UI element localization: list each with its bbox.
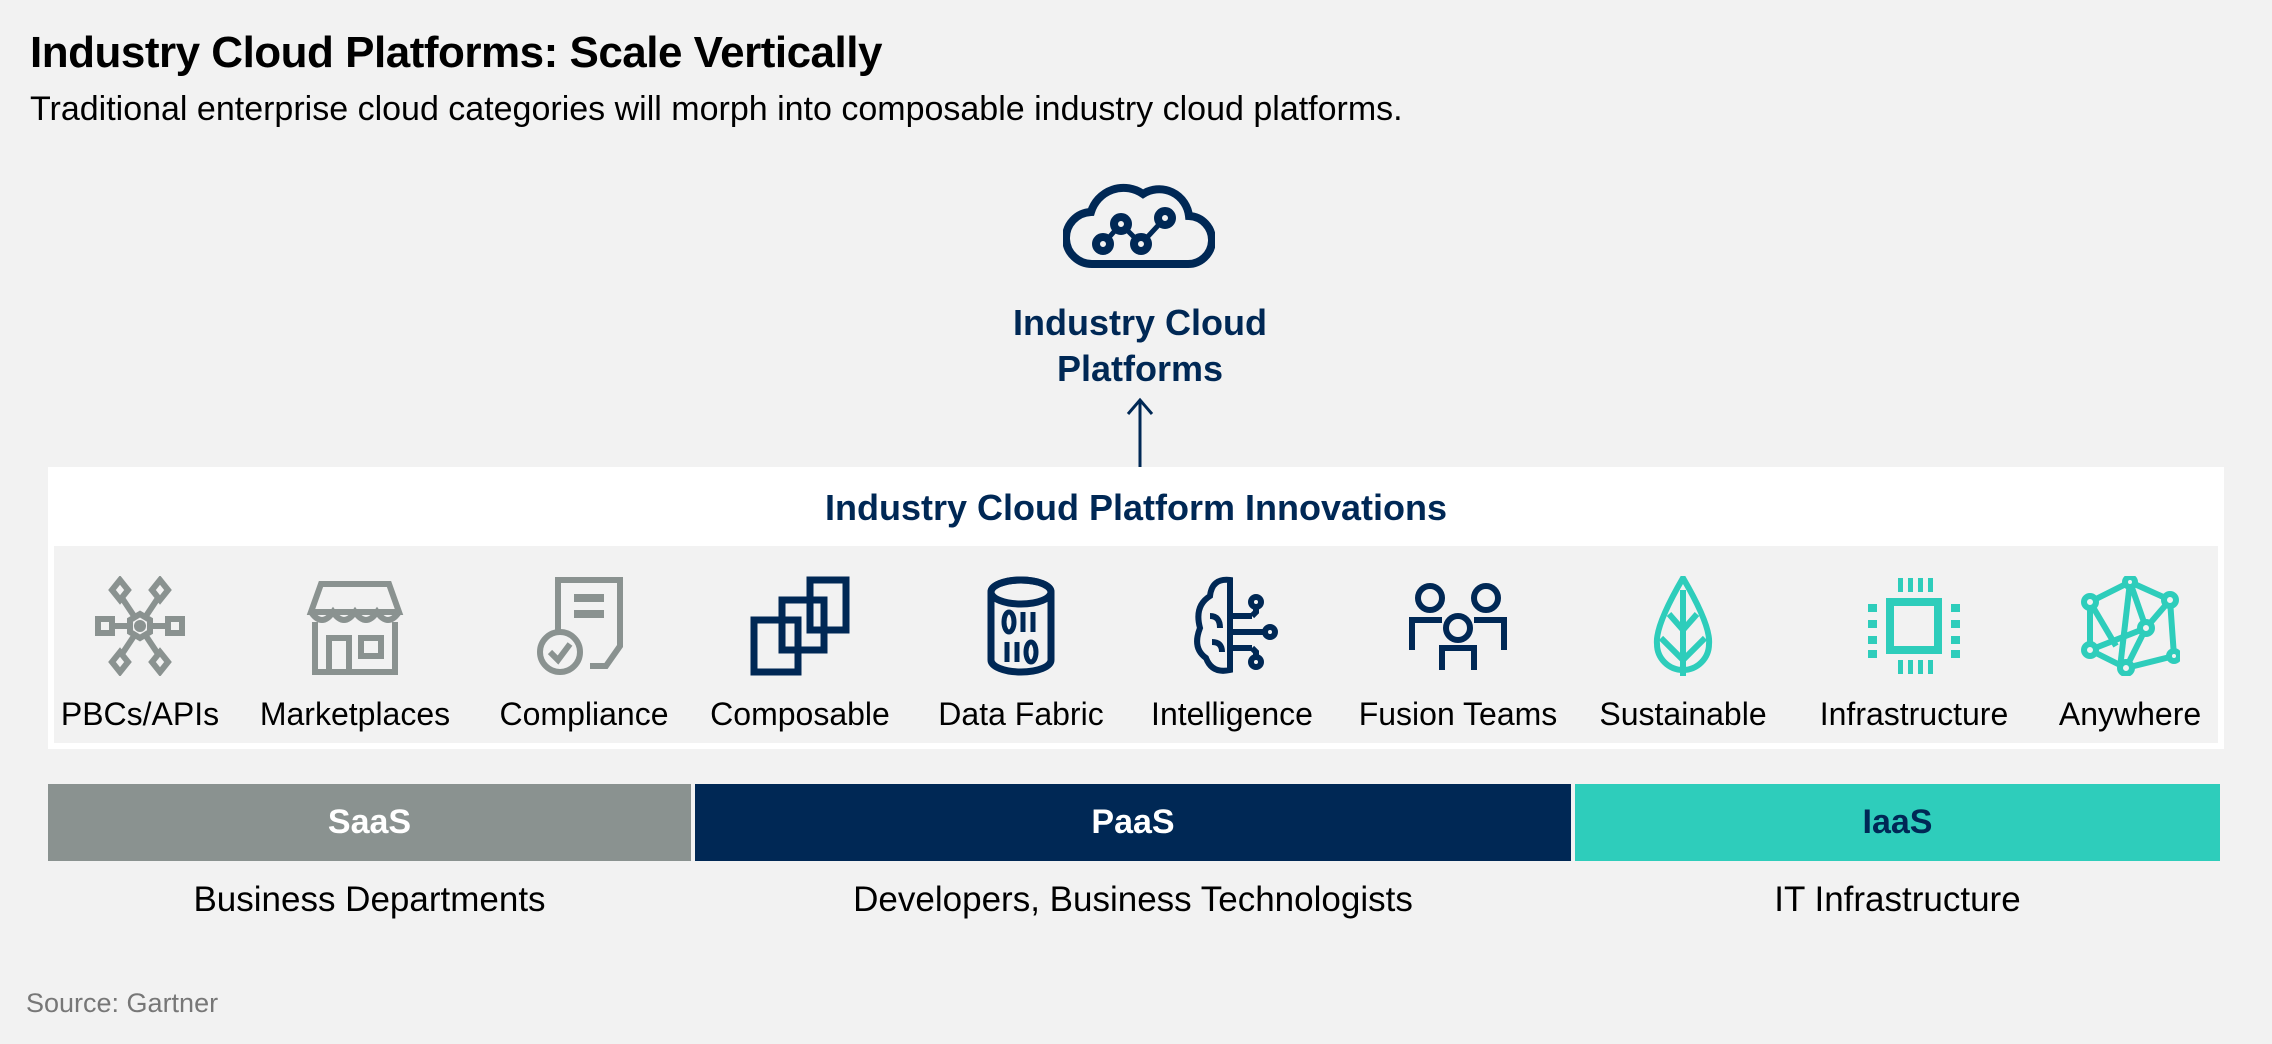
layer-bar-paas: PaaS — [695, 784, 1571, 861]
storefront-icon — [306, 581, 404, 675]
chip-icon — [1868, 578, 1960, 674]
stacked-squares-icon — [750, 576, 850, 676]
innovation-label: Sustainable — [1599, 696, 1767, 732]
innovation-label: Intelligence — [1151, 696, 1313, 732]
innovation-label: Anywhere — [2058, 696, 2202, 732]
mesh-network-icon — [2081, 576, 2180, 676]
innovations-panel: Industry Cloud Platform Innovations PBCs… — [48, 467, 2224, 749]
innovations-title: Industry Cloud Platform Innovations — [824, 487, 1448, 528]
page-subtitle: Traditional enterprise cloud categories … — [30, 90, 1403, 128]
document-check-icon — [537, 577, 623, 675]
innovation-item: Fusion Teams — [1343, 546, 1573, 743]
layer-audience-paas: Developers, Business Technologists — [853, 880, 1413, 919]
innovation-item: Anywhere — [2015, 546, 2245, 743]
source-note: Source: Gartner — [26, 988, 219, 1018]
brain-circuit-icon — [1194, 576, 1278, 674]
innovation-label: Fusion Teams — [1358, 696, 1558, 732]
layer-audience-iaas: IT Infrastructure — [1774, 880, 2021, 919]
innovation-item: Intelligence — [1117, 546, 1347, 743]
network-hub-icon — [95, 576, 185, 676]
layer-audience-saas: Business Departments — [193, 880, 546, 919]
innovation-label: Composable — [710, 696, 890, 732]
innovation-label: Data Fabric — [938, 696, 1104, 732]
innovation-label: Infrastructure — [1819, 696, 2009, 732]
innovation-item: Sustainable — [1568, 546, 1798, 743]
innovations-icon-row: PBCs/APIs Marketplaces Compliance Compos… — [54, 546, 2218, 743]
innovation-item: PBCs/APIs — [25, 546, 255, 743]
innovation-item: Data Fabric — [906, 546, 1136, 743]
layer-bar-saas: SaaS — [48, 784, 691, 861]
top-label: Industry Cloud Platforms — [900, 300, 1380, 392]
innovation-label: PBCs/APIs — [60, 696, 220, 732]
innovation-item: Infrastructure — [1799, 546, 2029, 743]
innovation-label: Marketplaces — [259, 696, 451, 732]
cloud-network-icon — [1063, 183, 1215, 269]
innovation-item: Marketplaces — [240, 546, 470, 743]
innovation-label: Compliance — [499, 696, 669, 732]
top-label-line1: Industry Cloud — [1013, 302, 1267, 343]
innovation-item: Compliance — [469, 546, 699, 743]
leaf-icon — [1653, 576, 1713, 676]
layer-bar-iaas: IaaS — [1575, 784, 2220, 861]
binary-cylinder-icon — [987, 576, 1055, 676]
innovation-item: Composable — [685, 546, 915, 743]
top-label-line2: Platforms — [1056, 348, 1224, 389]
team-icon — [1409, 583, 1507, 670]
page-title: Industry Cloud Platforms: Scale Vertical… — [30, 28, 882, 77]
up-arrow-icon — [1126, 397, 1154, 468]
